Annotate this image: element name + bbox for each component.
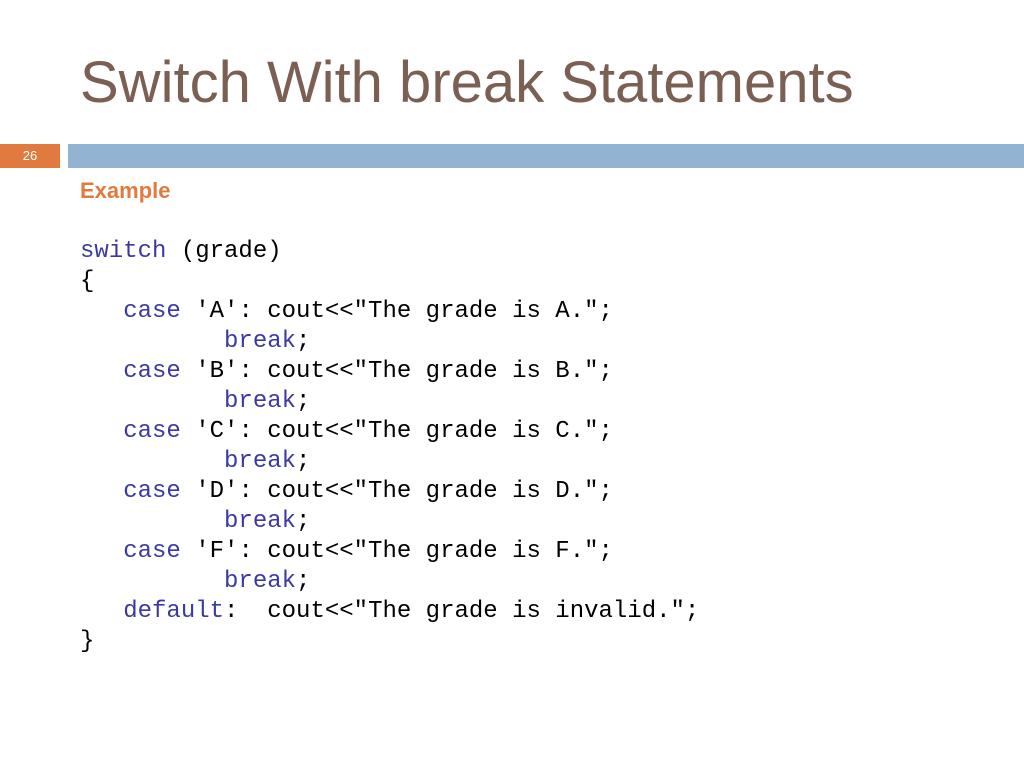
code-text	[80, 598, 123, 625]
code-text	[80, 388, 224, 415]
code-text: ;	[296, 508, 311, 535]
code-text	[80, 508, 224, 535]
code-line: case 'D': cout<<"The grade is D.";	[80, 477, 699, 507]
code-line: switch (grade)	[80, 237, 699, 267]
code-line: }	[80, 627, 699, 657]
code-text: 'C': cout<<"The grade is C.";	[180, 418, 613, 445]
code-text: 'B': cout<<"The grade is B.";	[180, 358, 613, 385]
code-block: switch (grade){ case 'A': cout<<"The gra…	[80, 237, 699, 657]
slide-number-bar	[0, 144, 60, 168]
code-keyword: case	[123, 358, 181, 385]
code-line: break;	[80, 387, 699, 417]
code-text	[80, 478, 123, 505]
code-text	[80, 298, 123, 325]
code-text: ;	[296, 568, 311, 595]
slide-number: 26	[22, 148, 38, 163]
code-text	[80, 568, 224, 595]
code-text: ;	[296, 328, 311, 355]
code-keyword: case	[123, 478, 181, 505]
code-keyword: break	[224, 568, 297, 595]
code-keyword: case	[123, 418, 181, 445]
code-text: (grade)	[166, 238, 282, 265]
code-text: {	[80, 268, 95, 295]
code-line: case 'C': cout<<"The grade is C.";	[80, 417, 699, 447]
code-line: {	[80, 267, 699, 297]
code-keyword: default	[123, 598, 225, 625]
code-keyword: case	[123, 538, 181, 565]
code-keyword: switch	[80, 238, 167, 265]
code-text	[80, 358, 123, 385]
code-line: case 'B': cout<<"The grade is B.";	[80, 357, 699, 387]
code-text: ;	[296, 388, 311, 415]
code-text	[80, 538, 123, 565]
code-text: 'D': cout<<"The grade is D.";	[180, 478, 613, 505]
code-line: break;	[80, 507, 699, 537]
code-line: case 'A': cout<<"The grade is A.";	[80, 297, 699, 327]
slide-title: Switch With break Statements	[80, 50, 854, 115]
code-keyword: break	[224, 508, 297, 535]
code-text: }	[80, 628, 95, 655]
header-divider-bar	[68, 144, 1024, 168]
code-text: : cout<<"The grade is invalid.";	[224, 598, 700, 625]
code-line: default: cout<<"The grade is invalid.";	[80, 597, 699, 627]
code-line: break;	[80, 567, 699, 597]
code-text: ;	[296, 448, 311, 475]
code-keyword: case	[123, 298, 181, 325]
code-line: break;	[80, 327, 699, 357]
code-line: break;	[80, 447, 699, 477]
code-text	[80, 418, 123, 445]
code-text	[80, 448, 224, 475]
example-heading: Example	[80, 178, 171, 203]
code-text	[80, 328, 224, 355]
code-keyword: break	[224, 328, 297, 355]
code-keyword: break	[224, 448, 297, 475]
code-keyword: break	[224, 388, 297, 415]
code-text: 'A': cout<<"The grade is A.";	[180, 298, 613, 325]
code-text: 'F': cout<<"The grade is F.";	[180, 538, 613, 565]
code-line: case 'F': cout<<"The grade is F.";	[80, 537, 699, 567]
